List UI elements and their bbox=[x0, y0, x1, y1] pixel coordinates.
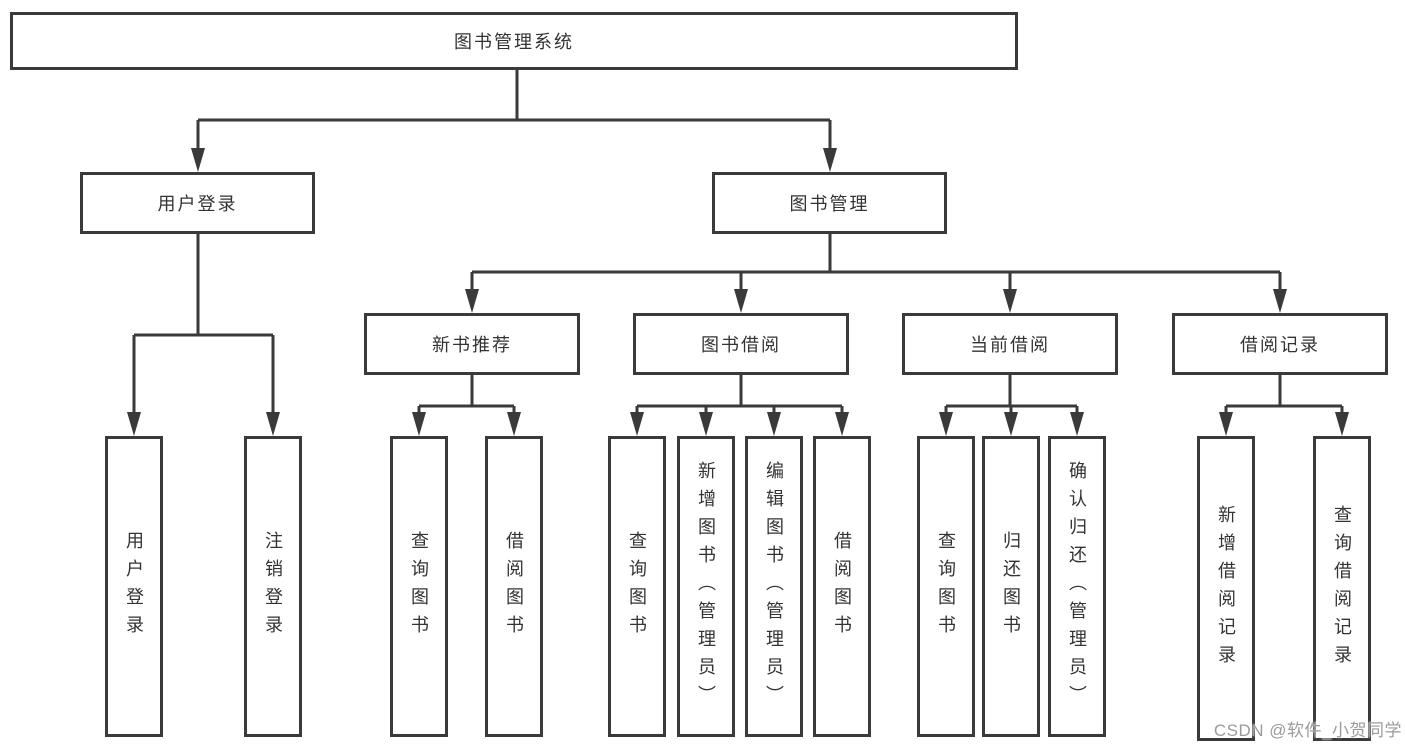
leaf-bb-edit-books: 编辑图书（管理员） bbox=[745, 436, 803, 737]
leaf-rec-borrow-books: 借阅图书 bbox=[485, 436, 543, 737]
node-new-book-rec: 新书推荐 bbox=[364, 313, 580, 375]
leaf-user-login-label: 用户登录 bbox=[124, 530, 144, 643]
arrowheads-root bbox=[191, 148, 837, 172]
leaf-bb-query-books-label: 查询图书 bbox=[627, 530, 647, 643]
node-book-borrow: 图书借阅 bbox=[633, 313, 849, 375]
leaf-cb-return-books-label: 归还图书 bbox=[1001, 530, 1021, 643]
leaf-bb-borrow-books-label: 借阅图书 bbox=[832, 530, 852, 643]
connector-current-borrow bbox=[944, 375, 1079, 414]
arrowheads-book-mgmt bbox=[465, 289, 1287, 313]
node-book-mgmt-label: 图书管理 bbox=[789, 194, 870, 214]
arrowheads-current-borrow bbox=[939, 412, 1084, 436]
leaf-bb-borrow-books: 借阅图书 bbox=[813, 436, 871, 737]
leaf-br-query-record: 查询借阅记录 bbox=[1313, 436, 1371, 741]
leaf-bb-add-books-label: 新增图书（管理员） bbox=[696, 460, 716, 713]
node-root: 图书管理系统 bbox=[10, 12, 1018, 70]
leaf-logout: 注销登录 bbox=[244, 436, 302, 737]
leaf-cb-query-books-label: 查询图书 bbox=[936, 530, 956, 643]
leaf-cb-confirm-return-label: 确认归还（管理员） bbox=[1067, 460, 1087, 713]
node-borrow-records-label: 借阅记录 bbox=[1240, 335, 1320, 355]
arrowheads-user-login bbox=[127, 412, 280, 436]
node-current-borrow-label: 当前借阅 bbox=[970, 335, 1050, 355]
node-book-borrow-label: 图书借阅 bbox=[701, 335, 781, 355]
node-current-borrow: 当前借阅 bbox=[902, 313, 1118, 375]
node-user-login: 用户登录 bbox=[80, 172, 315, 234]
connector-user-login bbox=[132, 234, 275, 414]
arrowheads-borrow-records bbox=[1219, 412, 1349, 436]
leaf-bb-add-books: 新增图书（管理员） bbox=[677, 436, 735, 737]
leaf-rec-borrow-books-label: 借阅图书 bbox=[504, 530, 524, 643]
arrowheads-new-book-rec bbox=[412, 412, 521, 436]
leaf-user-login: 用户登录 bbox=[105, 436, 163, 737]
connector-book-mgmt bbox=[470, 234, 1282, 291]
connector-borrow-records bbox=[1224, 375, 1344, 414]
leaf-logout-label: 注销登录 bbox=[263, 530, 283, 643]
leaf-bb-query-books: 查询图书 bbox=[608, 436, 666, 737]
connector-book-borrow bbox=[635, 375, 844, 414]
node-borrow-records: 借阅记录 bbox=[1172, 313, 1388, 375]
leaf-rec-query-books-label: 查询图书 bbox=[409, 530, 429, 643]
node-new-book-rec-label: 新书推荐 bbox=[432, 335, 512, 355]
leaf-cb-confirm-return: 确认归还（管理员） bbox=[1048, 436, 1106, 737]
connector-root bbox=[196, 70, 832, 150]
arrowheads-book-borrow bbox=[630, 412, 849, 436]
leaf-br-add-record-label: 新增借阅记录 bbox=[1216, 504, 1236, 673]
node-book-mgmt: 图书管理 bbox=[712, 172, 947, 234]
leaf-cb-return-books: 归还图书 bbox=[982, 436, 1040, 737]
leaf-rec-query-books: 查询图书 bbox=[390, 436, 448, 737]
leaf-br-add-record: 新增借阅记录 bbox=[1197, 436, 1255, 741]
node-root-label: 图书管理系统 bbox=[454, 32, 574, 52]
leaf-bb-edit-books-label: 编辑图书（管理员） bbox=[764, 460, 784, 713]
leaf-cb-query-books: 查询图书 bbox=[917, 436, 975, 737]
connector-new-book-rec bbox=[417, 375, 516, 414]
leaf-br-query-record-label: 查询借阅记录 bbox=[1332, 504, 1352, 673]
csdn-watermark: CSDN @软件_小贺同学 bbox=[1213, 721, 1402, 740]
node-user-login-label: 用户登录 bbox=[157, 194, 238, 214]
